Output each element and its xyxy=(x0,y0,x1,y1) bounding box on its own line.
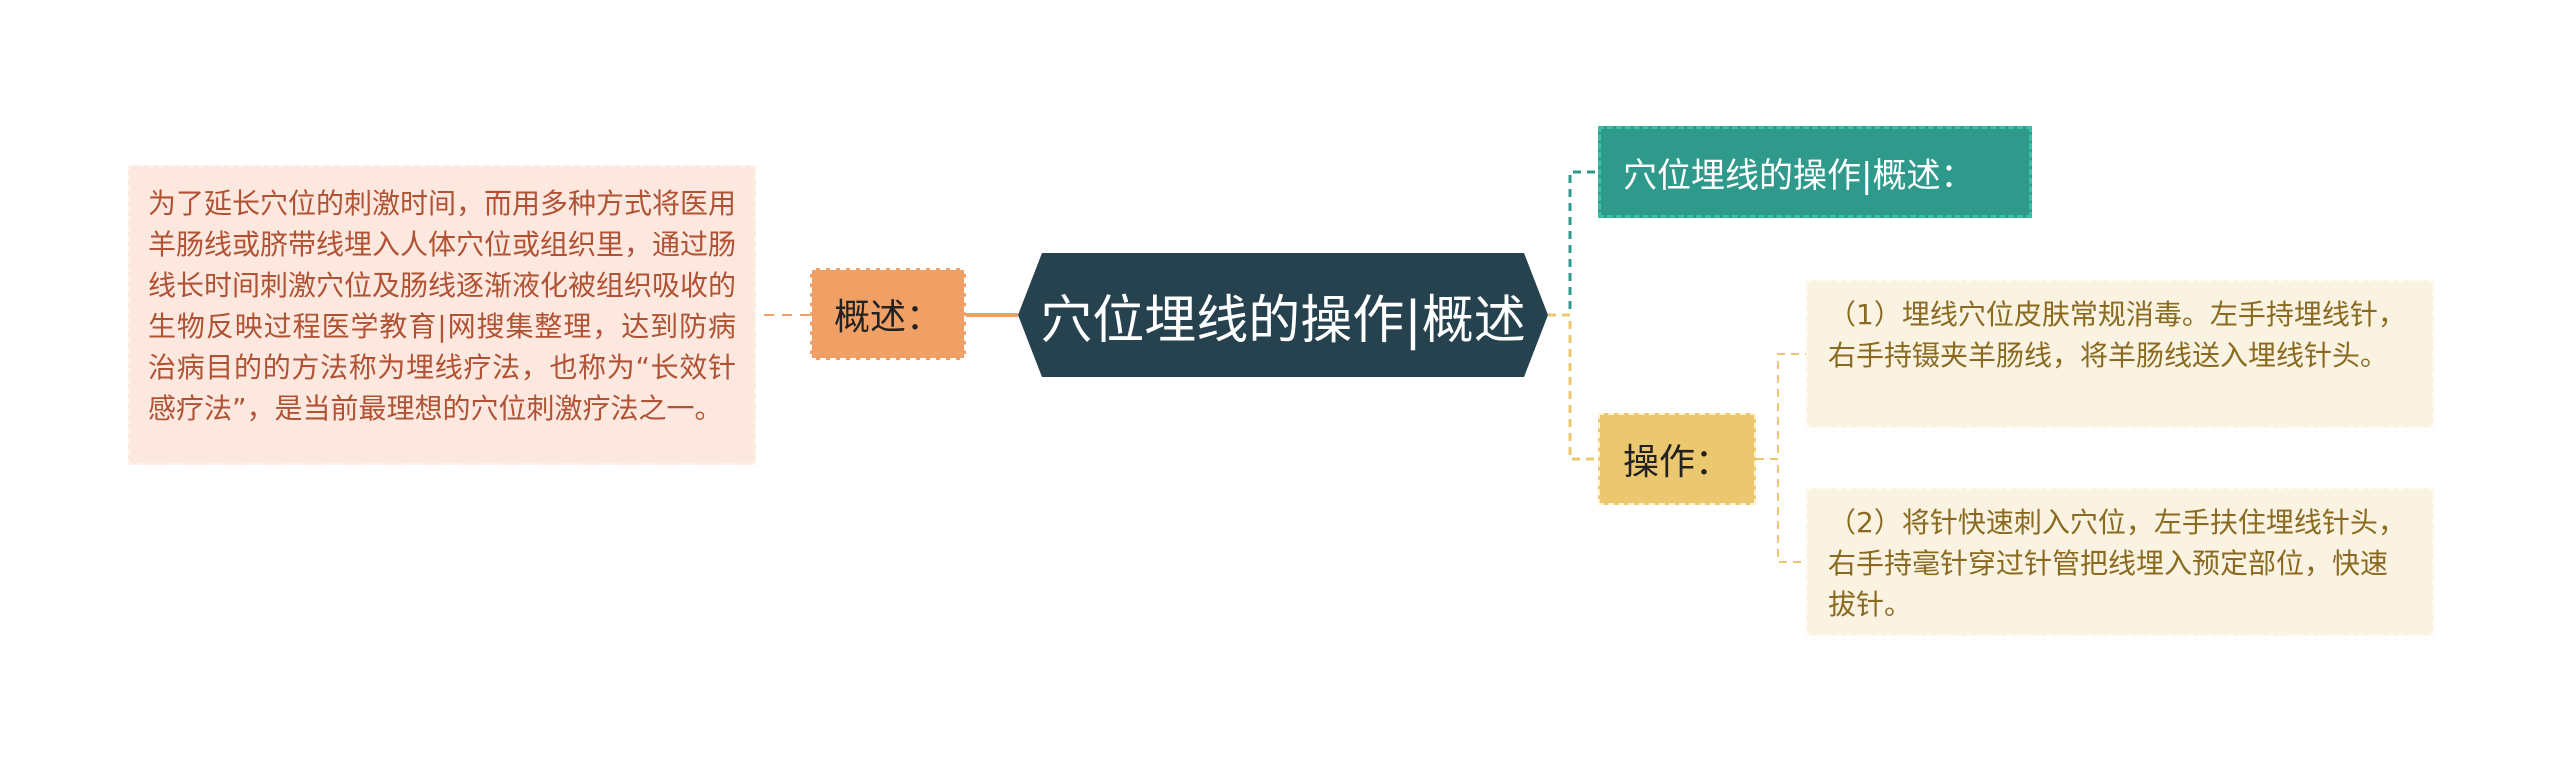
central-topic-shape xyxy=(1018,253,1548,377)
overview-text-node[interactable]: 为了延长穴位的刺激时间，而用多种方式将医用羊肠线或脐带线埋入人体穴位或组织里，通… xyxy=(128,165,756,465)
connector-op-detail-1 xyxy=(1756,353,1806,460)
branch-overview-node[interactable]: 穴位埋线的操作|概述： xyxy=(1598,126,2032,218)
central-topic-node[interactable]: 穴位埋线的操作|概述 xyxy=(1018,253,1548,377)
overview-label-node[interactable]: 概述： xyxy=(810,268,966,360)
connector-center-right-top xyxy=(1548,170,1598,317)
operation-step-2-node[interactable]: （2）将针快速刺入穴位，左手扶住埋线针头，右手持毫针穿过针管把线埋入预定部位，快… xyxy=(1806,488,2434,636)
branch-operation-node[interactable]: 操作： xyxy=(1598,413,1756,505)
connector-center-right-op xyxy=(1548,313,1598,461)
operation-step-1-node[interactable]: （1）埋线穴位皮肤常规消毒。左手持埋线针，右手持镊夹羊肠线，将羊肠线送入埋线针头… xyxy=(1806,280,2434,428)
connector-op-detail-2 xyxy=(1756,458,1806,563)
central-topic-title: 穴位埋线的操作|概述 xyxy=(1040,290,1526,351)
